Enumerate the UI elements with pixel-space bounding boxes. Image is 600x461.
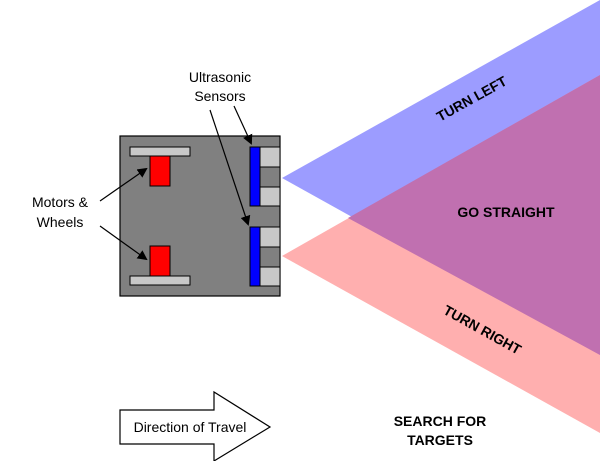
motor-arrow-bottom [99,225,148,261]
ultrasonic-label-line2: Sensors [194,88,245,104]
go-straight-label: GO STRAIGHT [457,204,555,220]
beam-overlap-region [348,75,600,355]
direction-arrow [119,390,272,461]
direction-label: Direction of Travel [134,419,247,435]
search-label-line2: TARGETS [407,432,473,448]
ultrasonic-label-line1: Ultrasonic [189,69,251,85]
top-ultrasonic-sensor [249,146,281,207]
top-wheel-axle [129,146,191,157]
bottom-wheel-axle [129,275,191,286]
bottom-ultrasonic-sensor [249,226,281,287]
motors-label-line1: Motors & [32,194,89,210]
motor-arrow-top [99,167,148,202]
top-motor [149,155,171,187]
bottom-motor [149,245,171,277]
sensor-arrow-top [233,105,253,145]
motors-label-line2: Wheels [37,214,84,230]
sensor-arrow-bottom [209,109,251,226]
search-label-line1: SEARCH FOR [394,413,487,429]
